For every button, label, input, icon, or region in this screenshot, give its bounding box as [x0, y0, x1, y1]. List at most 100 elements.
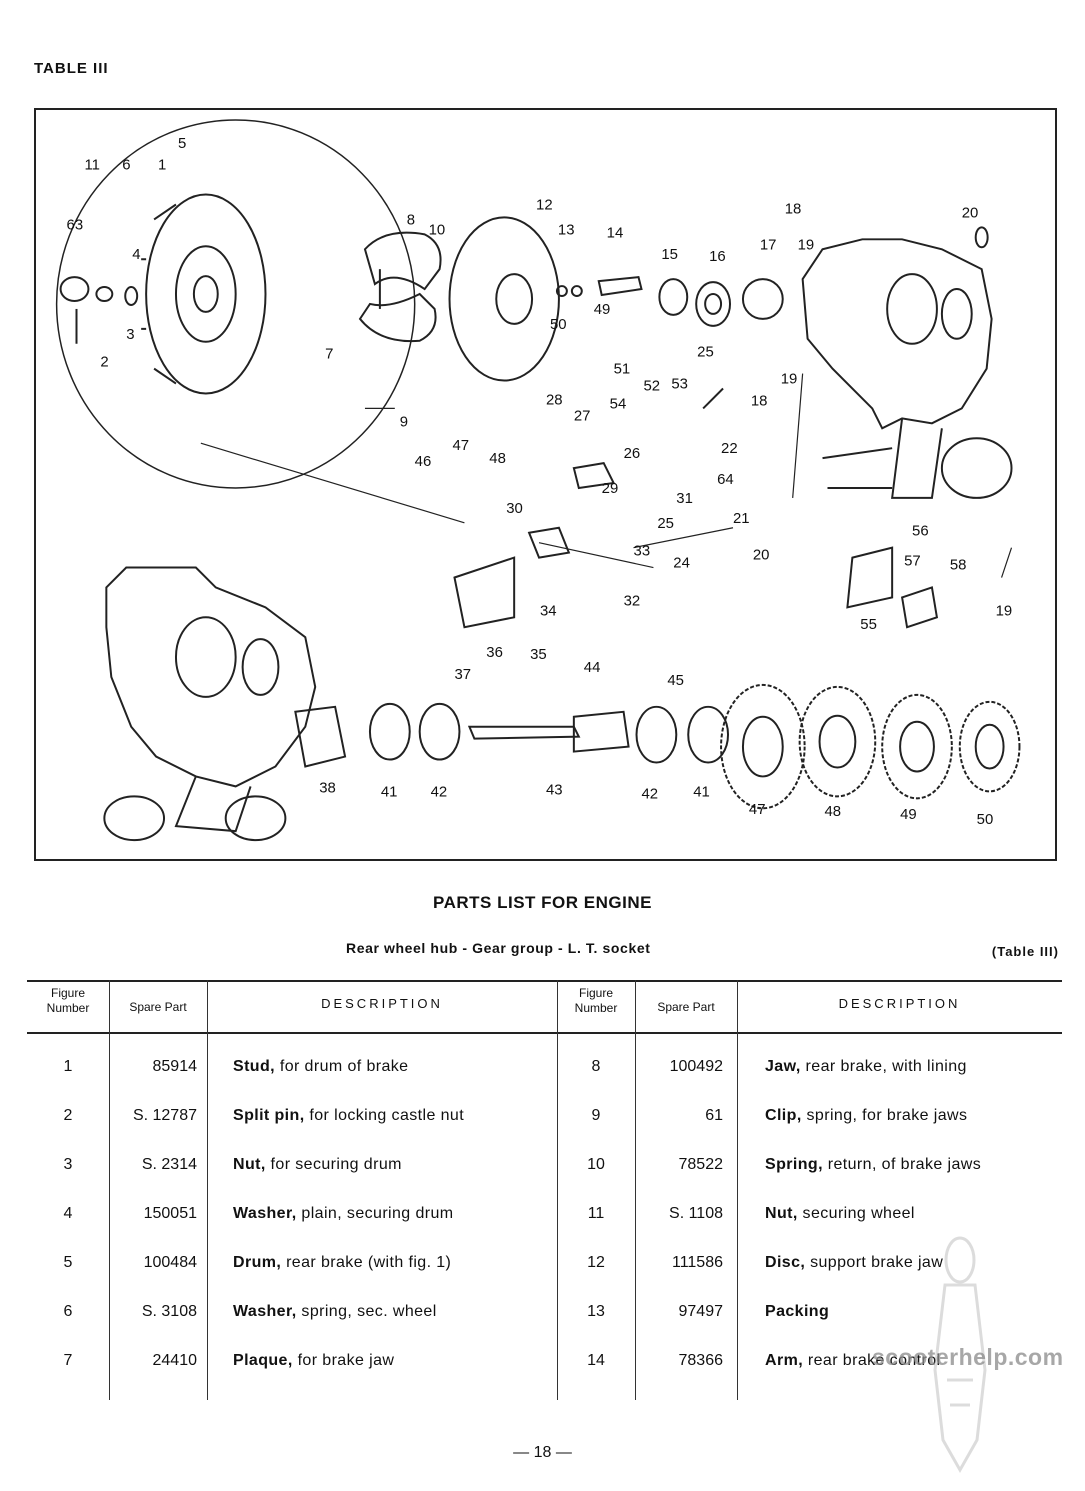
callout-12: 12	[536, 196, 553, 213]
column-divider	[737, 980, 738, 1400]
callout-5: 5	[178, 135, 186, 152]
figure-number: 14	[587, 1352, 605, 1369]
callout-41b: 41	[693, 783, 710, 800]
parts-list-title: PARTS LIST FOR ENGINE	[433, 893, 652, 912]
callout-44: 47	[749, 801, 766, 818]
callout-56: 52	[643, 378, 660, 395]
callout-18: 18	[785, 200, 802, 217]
spare-part-number: 111586	[671, 1254, 723, 1271]
part-name: Nut,	[233, 1156, 266, 1173]
spare-part-number: 97497	[678, 1303, 724, 1320]
callout-33: 31	[676, 490, 693, 507]
callout-40: 38	[319, 779, 336, 796]
part-name: Disc,	[765, 1254, 806, 1271]
part-detail: plain, securing drum	[296, 1205, 454, 1222]
callout-3: 3	[126, 326, 134, 343]
figure-number: 11	[587, 1205, 605, 1222]
part-name: Jaw,	[765, 1058, 801, 1075]
table-reference: (Table III)	[991, 944, 1059, 959]
callout-64: 64	[717, 471, 734, 488]
part-name: Packing	[765, 1303, 830, 1320]
callout-21: 19	[996, 602, 1013, 619]
table-top-rule	[27, 980, 1062, 982]
figure-number: 13	[587, 1303, 605, 1320]
watermark-scooter-logo	[933, 1236, 987, 1474]
callout-6: 6	[122, 157, 130, 174]
part-description: Jaw, rear brake, with lining	[765, 1058, 967, 1076]
callout-58: 54	[610, 395, 627, 412]
part-detail: return, of brake jaws	[822, 1156, 982, 1173]
part-detail: rear brake (with fig. 1)	[281, 1254, 452, 1271]
figure-number: 1	[63, 1058, 73, 1075]
part-description: Disc, support brake jaw	[765, 1254, 943, 1272]
part-detail: for locking castle nut	[304, 1107, 465, 1124]
callout-53: 49	[594, 301, 611, 318]
spare-part-number: 85914	[152, 1058, 198, 1075]
callout-9: 9	[400, 413, 408, 430]
spare-part-number: 150051	[143, 1205, 197, 1222]
callout-37: 35	[530, 646, 547, 663]
part-description: Nut, for securing drum	[233, 1156, 402, 1174]
callout-26: 24	[673, 555, 690, 572]
callout-39: 37	[454, 666, 471, 683]
callout-14: 14	[607, 224, 624, 241]
callout-19b: 19	[781, 371, 798, 388]
figure-number: 6	[63, 1303, 73, 1320]
callout-57: 53	[671, 376, 688, 393]
part-description: Washer, plain, securing drum	[233, 1205, 454, 1223]
callout-42: 42	[431, 783, 448, 800]
callout-47: 50	[977, 811, 994, 828]
part-description: Stud, for drum of brake	[233, 1058, 408, 1076]
figure-number: 4	[63, 1205, 73, 1222]
part-detail: for drum of brake	[275, 1058, 409, 1075]
callout-46: 49	[900, 806, 917, 823]
callout-54: 50	[550, 316, 567, 333]
table-row: 6 S. 3108 Washer, spring, sec. wheel 13 9749…	[27, 1303, 1062, 1343]
column-divider	[557, 980, 558, 1400]
part-description: Clip, spring, for brake jaws	[765, 1107, 967, 1125]
part-detail: for brake jaw	[292, 1352, 395, 1369]
callout-32: 30	[506, 500, 523, 517]
part-name: Drum,	[233, 1254, 282, 1271]
callout-23: 21	[733, 510, 750, 527]
watermark-text: scooterhelp.com	[872, 1344, 1064, 1370]
callout-63: 63	[67, 216, 84, 233]
callout-7: 7	[325, 346, 333, 363]
part-description: Nut, securing wheel	[765, 1205, 915, 1223]
callout-31: 29	[602, 480, 619, 497]
part-description: Plaque, for brake jaw	[233, 1352, 394, 1370]
callout-36: 34	[540, 602, 557, 619]
spare-part-number: S. 1108	[669, 1205, 723, 1222]
column-divider	[109, 980, 110, 1400]
part-detail: spring, for brake jaws	[801, 1107, 968, 1124]
callout-2: 2	[100, 354, 108, 371]
callout-45: 48	[825, 803, 842, 820]
callout-15: 15	[661, 246, 678, 263]
part-description: Washer, spring, sec. wheel	[233, 1303, 437, 1321]
figure-number: 10	[587, 1156, 605, 1173]
callout-22: 20	[753, 547, 770, 564]
callout-8: 8	[407, 211, 415, 228]
figure-number: 9	[591, 1107, 601, 1124]
callout-41: 41	[381, 783, 398, 800]
part-name: Washer,	[233, 1205, 297, 1222]
table-label: TABLE III	[34, 60, 109, 77]
header-figure-number: Figure Number	[46, 986, 90, 1015]
spare-part-number: S. 3108	[141, 1303, 197, 1320]
exploded-parts-diagram: 5 11 6 1 63 4 3 2 8 10 7 9 12 13 14 15 1…	[34, 108, 1057, 861]
callout-48: 44	[584, 659, 601, 676]
callout-55: 51	[614, 361, 631, 378]
header-spare-part: Spare Part	[129, 1000, 187, 1014]
callout-29: 27	[574, 407, 591, 424]
callout-16: 16	[709, 248, 726, 265]
callout-42b: 42	[641, 785, 658, 802]
part-detail: rear brake, with lining	[800, 1058, 967, 1075]
spare-part-number: S. 12787	[132, 1107, 197, 1124]
figure-number: 12	[587, 1254, 605, 1271]
spare-part-number: 78366	[678, 1352, 724, 1369]
callout-17: 17	[760, 236, 777, 253]
callout-28: 26	[624, 445, 641, 462]
